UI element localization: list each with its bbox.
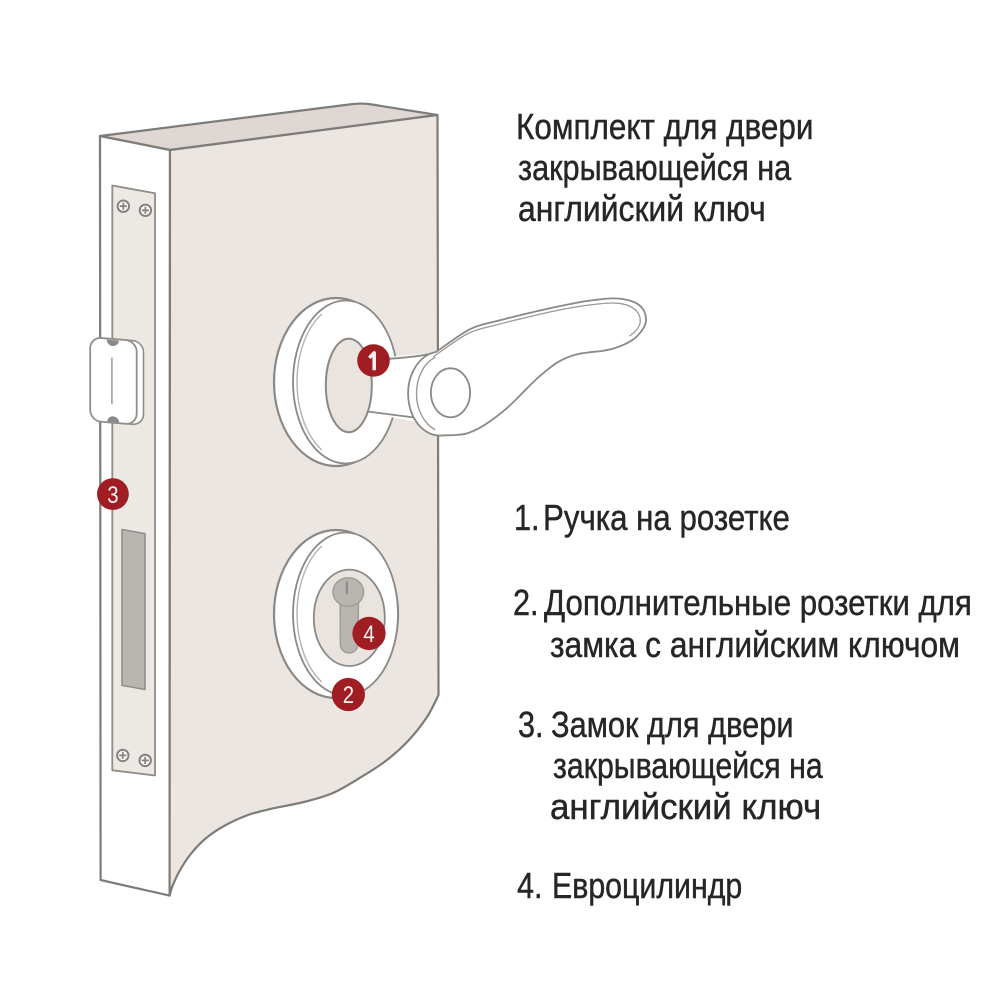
svg-text:3: 3 — [107, 481, 118, 508]
svg-text:4: 4 — [363, 621, 374, 648]
svg-text:2: 2 — [343, 682, 354, 709]
